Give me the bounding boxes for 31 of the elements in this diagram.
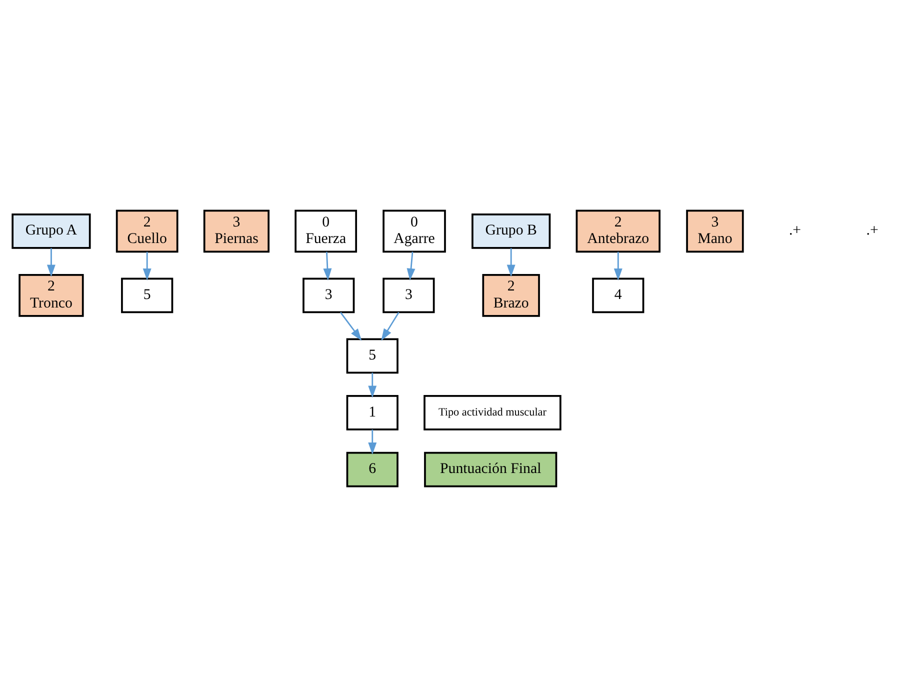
node-box: 2 Brazo — [482, 274, 540, 317]
label: .+ — [866, 222, 878, 239]
arrow — [340, 312, 362, 341]
node-box: 3 — [302, 278, 355, 314]
node-box: 3 — [382, 278, 435, 314]
node-box: 3 Piernas — [203, 210, 270, 253]
node-box: 2 Tronco — [18, 274, 84, 317]
node-box: 4 — [592, 278, 644, 314]
node-box: 0 Fuerza — [294, 210, 358, 253]
node-box: 5 — [121, 278, 174, 314]
arrow — [614, 252, 622, 281]
node-box: 1 — [346, 395, 398, 430]
arrow — [46, 248, 56, 277]
node-box: 0 Agarre — [382, 210, 446, 253]
node-box: 3 Mano — [686, 210, 744, 253]
arrow — [368, 430, 377, 455]
label: .+ — [788, 222, 802, 239]
node-box: Grupo B — [472, 214, 551, 249]
arrow — [381, 312, 400, 341]
arrow — [323, 252, 332, 281]
node-box: 6 — [346, 452, 398, 488]
node-box: 5 — [346, 338, 398, 374]
node-box: 2 Antebrazo — [576, 210, 660, 253]
node-box: Puntuación Final — [424, 452, 558, 488]
arrow — [406, 252, 416, 281]
arrow — [506, 248, 516, 277]
node-box: 2 Cuello — [116, 210, 178, 253]
node-box: Grupo A — [12, 214, 91, 249]
arrow — [368, 372, 377, 398]
arrow — [142, 252, 152, 281]
node-box: Tipo actividad muscular — [424, 395, 562, 430]
